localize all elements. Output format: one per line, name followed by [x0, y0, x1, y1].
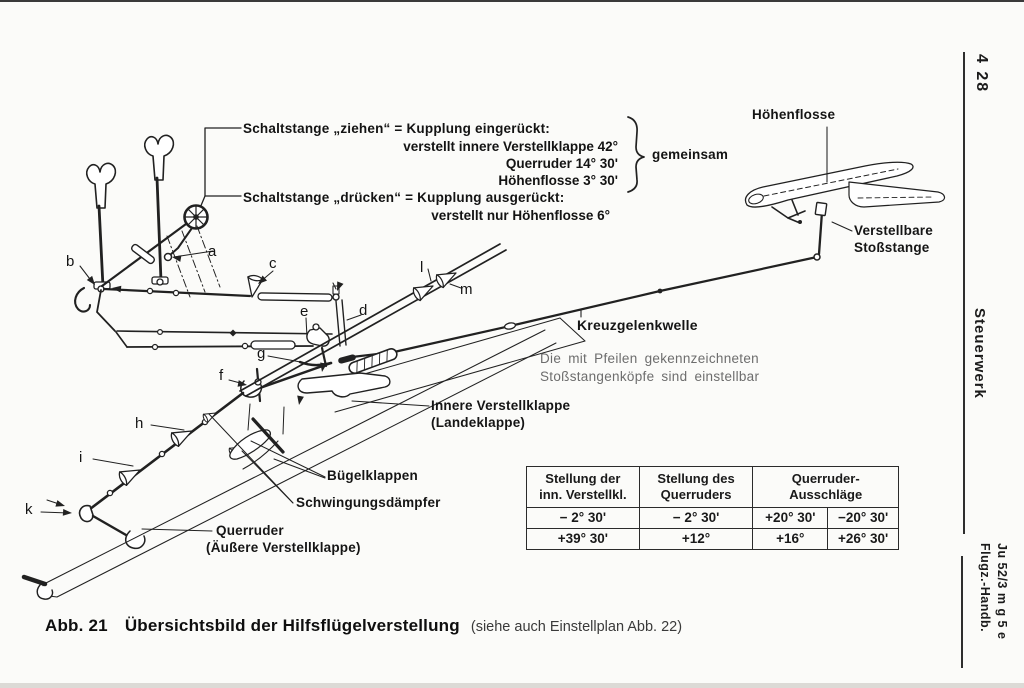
control-lever-icon [74, 134, 175, 313]
part-letter-h: h [135, 415, 144, 432]
cell: −20° 30' [827, 507, 899, 529]
label-schwingungsdaempfer: Schwingungsdämpfer [296, 495, 441, 510]
part-letter-l: l [420, 259, 424, 276]
table-row: +39° 30' +12° +16° +26° 30' [526, 528, 899, 550]
handwheel-icon [100, 204, 209, 288]
part-letter-e: e [300, 303, 309, 320]
legend-brace-label: gemeinsam [652, 147, 729, 162]
manual-reference: Ju 52/3 m g 5 e Flugz.-Handb. [976, 543, 1010, 639]
manual-reference-line2: Flugz.-Handb. [978, 543, 992, 633]
wing-outline [21, 317, 586, 600]
label-verstellbare: Verstellbare [854, 223, 933, 238]
legend-line-nur-hoehenflosse: verstellt nur Höhenflosse 6° [431, 208, 610, 223]
projection-dash-lines [166, 225, 221, 298]
note-line-1: Die mit Pfeilen gekennzeichneten [540, 351, 759, 366]
cell: − 2° 30' [638, 507, 754, 529]
label-stossstange: Stoßstange [854, 240, 930, 255]
legend-line-hoehenflosse: Höhenflosse 3° 30' [498, 173, 618, 188]
caption-fig-number: Abb. 21 [45, 616, 108, 635]
part-letter-f: f [219, 367, 224, 384]
table-row: − 2° 30' − 2° 30' +20° 30' −20° 30' [526, 507, 899, 529]
label-hoehenflosse: Höhenflosse [752, 107, 836, 122]
part-letter-b: b [66, 253, 75, 270]
bottom-strip [0, 683, 1024, 688]
label-innere-verstellklappe: Innere Verstellklappe [431, 398, 571, 413]
label-kreuzgelenkwelle: Kreuzgelenkwelle [577, 317, 698, 333]
margin-rule-upper [963, 52, 965, 534]
note-line-2: Stoßstangenköpfe sind einstellbar [540, 369, 760, 384]
caption-suffix: (siehe auch Einstellplan Abb. 22) [470, 619, 683, 635]
label-querruder: Querruder [216, 523, 284, 538]
cell: − 2° 30' [526, 507, 640, 529]
cell: +12° [638, 528, 754, 550]
legend-line-ziehen: Schaltstange „ziehen“ = Kupplung eingerü… [243, 121, 550, 136]
label-aeussere-verstellklappe: (Äußere Verstellklappe) [206, 540, 361, 555]
cell: +20° 30' [752, 507, 829, 529]
part-letter-d: d [359, 302, 368, 319]
cell: +16° [752, 528, 829, 550]
page-number: 4 28 [973, 54, 990, 94]
margin-rule-lower [961, 556, 963, 668]
caption-title: Übersichtsbild der Hilfsflügelverstellun… [124, 616, 460, 635]
cell: +39° 30' [526, 528, 640, 550]
part-letter-k: k [25, 501, 33, 518]
legend-line-klappe: verstellt innere Verstellklappe 42° [403, 139, 618, 154]
part-letter-m: m [460, 281, 473, 298]
header-ausschlaege: Querruder-Ausschläge [752, 466, 899, 508]
manual-reference-line1: Ju 52/3 m g 5 e [995, 543, 1009, 640]
part-letter-i: i [79, 449, 83, 466]
wing-drive-shaft [78, 243, 507, 550]
top-rule [0, 0, 1024, 2]
part-letter-a: a [208, 243, 217, 260]
label-landeklappe: (Landeklappe) [431, 415, 526, 430]
part-letter-c: c [269, 255, 277, 272]
part-letter-g: g [257, 345, 266, 362]
tailplane-drawing [744, 161, 946, 256]
figure-caption: Abb. 21 Übersichtsbild der Hilfsflügelve… [45, 616, 682, 636]
cell: +26° 30' [827, 528, 899, 550]
kreuzgelenkwelle-shaft [338, 253, 821, 374]
section-title: Steuerwerk [971, 308, 988, 399]
legend-line-druecken: Schaltstange „drücken“ = Kupplung ausger… [243, 190, 565, 205]
label-buegelklappen: Bügelklappen [327, 468, 418, 483]
legend-line-querruder: Querruder 14° 30' [505, 156, 618, 171]
